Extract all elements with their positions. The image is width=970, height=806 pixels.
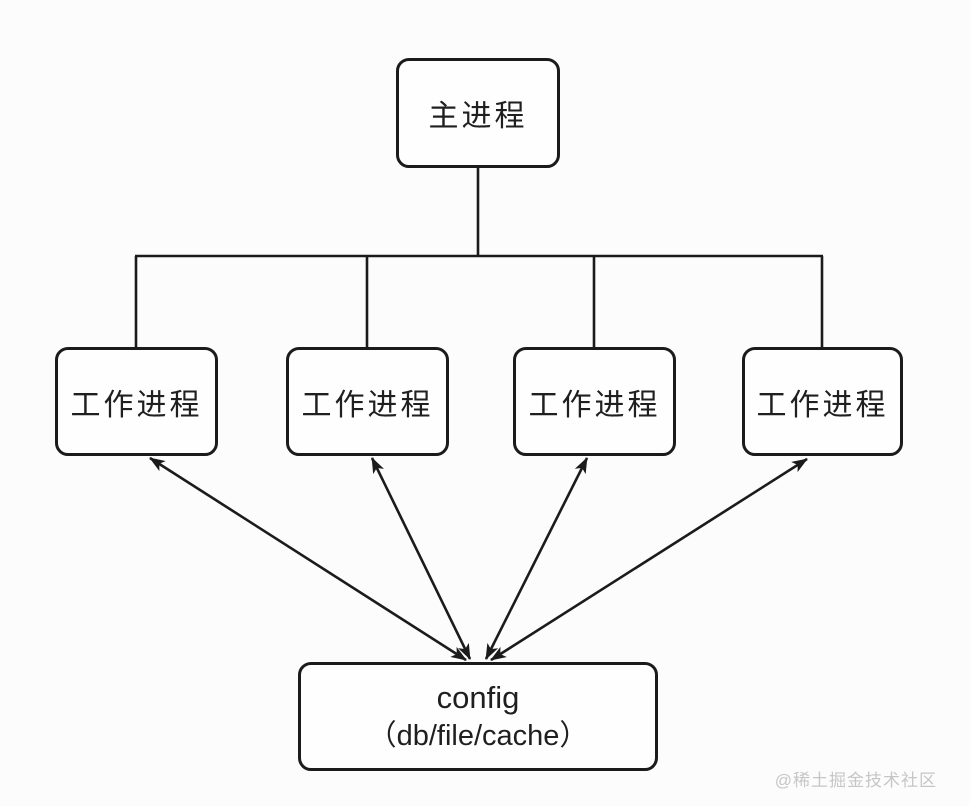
config-title: config [436,680,520,715]
node-worker-process-3: 工作进程 [513,347,676,456]
node-worker-process-4: 工作进程 [742,347,903,456]
node-worker-process-1: 工作进程 [55,347,218,456]
node-worker-process-2: 工作进程 [286,347,449,456]
node-config: config （db/file/cache） [298,662,658,771]
arrow-worker3-config [484,457,589,660]
node-main-process: 主进程 [396,58,560,168]
worker-process-label: 工作进程 [70,388,203,422]
arrow-worker1-config [149,456,467,662]
main-process-label: 主进程 [428,100,528,133]
watermark: @稀土掘金技术社区 [774,771,937,790]
worker-process-label: 工作进程 [301,388,434,422]
arrow-worker2-config [370,457,472,660]
config-subtitle: （db/file/cache） [367,719,589,752]
worker-process-label: 工作进程 [756,388,889,422]
worker-process-label: 工作进程 [528,388,661,422]
arrow-worker4-config [490,457,808,662]
